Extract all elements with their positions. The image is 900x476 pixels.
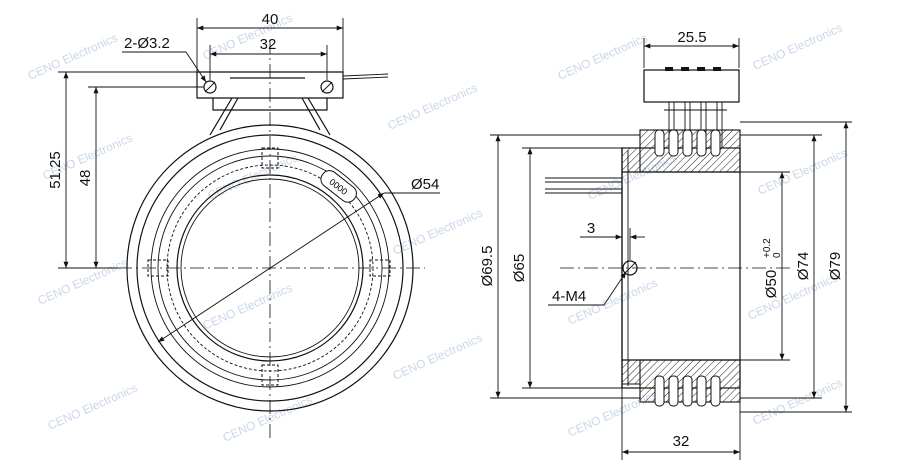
dim-set-screw: 4-M4 bbox=[552, 288, 586, 305]
terminal-pin-cap bbox=[713, 67, 721, 71]
watermark-text: CENO Electronics bbox=[391, 206, 485, 258]
watermark-text: CENO Electronics bbox=[746, 271, 840, 323]
rotor-outer-circle bbox=[150, 148, 390, 388]
bracket-arm-left bbox=[209, 97, 233, 136]
leader-line bbox=[185, 51, 207, 83]
watermark-text: CENO Electronics bbox=[201, 11, 295, 63]
dim-setscrew-offset: 3 bbox=[587, 220, 595, 237]
leader-line bbox=[603, 271, 627, 306]
dim-diameter-74: Ø74 bbox=[795, 252, 812, 280]
dim-diameter-65: Ø65 bbox=[511, 254, 528, 282]
bore-dimension-label: Ø50 +0.2 0 bbox=[762, 238, 783, 298]
mounting-bracket bbox=[196, 71, 344, 111]
lead-wire bbox=[545, 188, 622, 194]
bracket-arm-right-inner bbox=[301, 97, 321, 131]
set-screw-bottom bbox=[261, 364, 279, 386]
lead-wire bbox=[342, 76, 389, 80]
dim-height-center: 48 bbox=[77, 170, 94, 187]
dim-rotor-diameter: Ø54 bbox=[411, 176, 439, 193]
dim-diameter-79: Ø79 bbox=[827, 252, 844, 280]
lead-wire bbox=[342, 73, 389, 77]
dim-bore-diameter: Ø50 bbox=[763, 270, 780, 298]
dim-bore-tol-upper: +0.2 bbox=[762, 238, 773, 258]
watermark-text: CENO Electronics bbox=[751, 21, 845, 73]
front-view: 0000 40 32 2-Ø3.2 51.25 bbox=[47, 11, 440, 440]
watermark-text: CENO Electronics bbox=[201, 281, 295, 333]
dim-terminal-width: 25.5 bbox=[677, 29, 706, 46]
terminal-pin-cap bbox=[697, 67, 705, 71]
dim-width-inner: 32 bbox=[260, 36, 277, 53]
mount-hole-right bbox=[320, 80, 334, 94]
lower-bearing-section bbox=[621, 359, 641, 385]
set-screw-top bbox=[261, 147, 279, 169]
dim-mount-holes: 2-Ø3.2 bbox=[124, 35, 170, 52]
dim-width-outer: 40 bbox=[262, 11, 279, 28]
dim-diameter-69-5: Ø69.5 bbox=[479, 246, 496, 287]
terminal-pin-cap bbox=[665, 67, 673, 71]
upper-brushes bbox=[654, 129, 721, 157]
watermark-text: CENO Electronics bbox=[46, 381, 140, 433]
outer-housing-circle bbox=[126, 124, 414, 412]
watermark-text: CENO Electronics bbox=[391, 331, 485, 383]
dim-height-total: 51.25 bbox=[47, 151, 64, 189]
mount-hole-right-mark bbox=[321, 81, 333, 93]
bracket-arm-right bbox=[307, 97, 331, 136]
watermark-text: CENO Electronics bbox=[36, 256, 130, 308]
side-view: 25.5 Ø69.5 Ø65 Ø50 +0.2 0 Ø74 Ø79 bbox=[479, 29, 852, 460]
terminal-block bbox=[643, 69, 740, 103]
terminal-pin-cap bbox=[681, 67, 689, 71]
watermark-text: CENO Electronics bbox=[386, 81, 480, 133]
upper-bearing-section bbox=[621, 147, 641, 173]
dim-body-length: 32 bbox=[673, 433, 690, 450]
watermark-text: CENO Electronics bbox=[26, 31, 120, 83]
dim-bore-tol-lower: 0 bbox=[772, 252, 783, 258]
lower-brushes bbox=[654, 375, 721, 407]
dim-line-54 bbox=[157, 192, 385, 343]
housing-inner-circle bbox=[136, 134, 404, 402]
bracket-arm-left-inner bbox=[219, 97, 239, 131]
watermark-text: CENO Electronics bbox=[751, 376, 845, 428]
lead-wire bbox=[545, 177, 622, 183]
mount-hole-left-mark bbox=[204, 81, 216, 93]
set-screw-hole bbox=[622, 260, 638, 276]
watermark-text: CENO Electronics bbox=[556, 31, 650, 83]
